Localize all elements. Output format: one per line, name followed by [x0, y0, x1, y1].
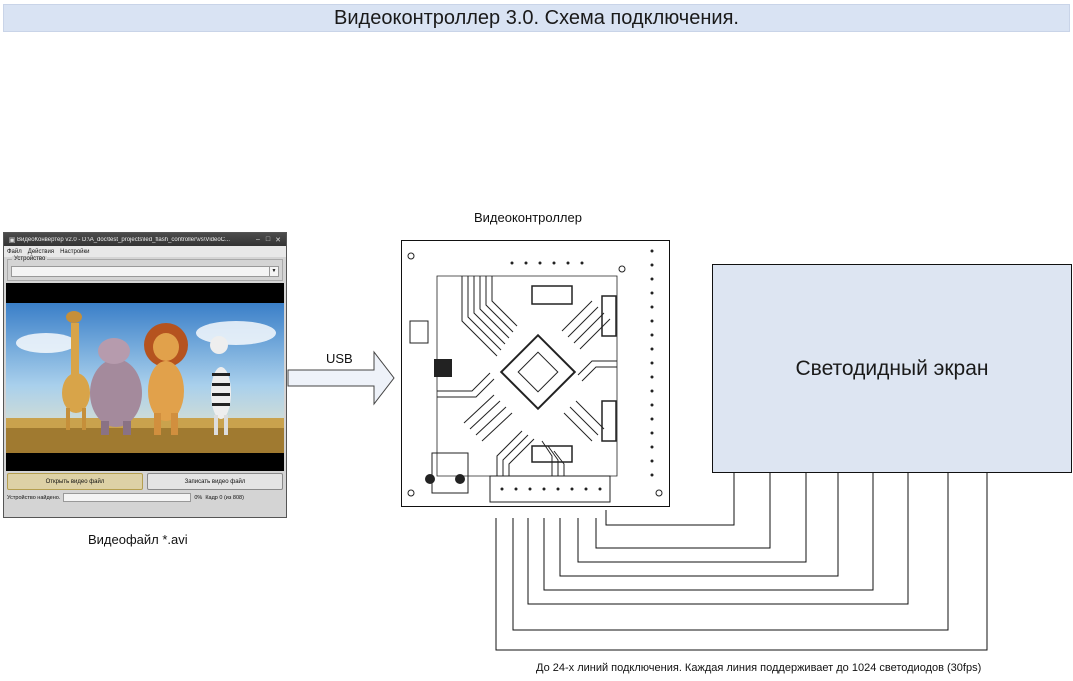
minimize-icon[interactable]: –: [256, 236, 260, 243]
app-button-row: Открыть видео файл Записать видео файл: [4, 471, 286, 492]
page-title: Видеоконтроллер 3.0. Схема подключения.: [3, 4, 1070, 32]
app-icon: ▣: [8, 236, 16, 244]
converter-app-window: ▣ ВидеоКонвертер v2.0 - D:\A_doc\test_pr…: [3, 232, 287, 518]
videofile-label: Видеофайл *.avi: [88, 532, 188, 547]
menu-settings[interactable]: Настройки: [60, 248, 90, 255]
app-menubar: Файл Действия Настройки: [4, 246, 286, 257]
frame-counter: Кадр 0 (из 808): [205, 494, 244, 501]
open-video-button[interactable]: Открыть видео файл: [7, 473, 143, 490]
device-group-label: Устройство: [12, 256, 48, 262]
maximize-icon[interactable]: □: [265, 236, 271, 243]
app-titlebar: ▣ ВидеоКонвертер v2.0 - D:\A_doc\test_pr…: [4, 233, 286, 246]
menu-file[interactable]: Файл: [7, 248, 22, 255]
app-statusbar: Устройство найдено. 0% Кадр 0 (из 808): [4, 492, 286, 503]
controller-pcb: [401, 240, 670, 507]
device-select[interactable]: ▼: [11, 266, 279, 277]
video-frame-image: [6, 283, 284, 471]
close-icon[interactable]: ✕: [275, 236, 281, 244]
controller-label: Видеоконтроллер: [474, 210, 582, 225]
app-title: ВидеоКонвертер v2.0 - D:\A_doc\test_proj…: [17, 236, 230, 243]
menu-actions[interactable]: Действия: [27, 248, 55, 255]
chevron-down-icon[interactable]: ▼: [269, 267, 278, 276]
progress-percent: 0%: [194, 494, 203, 501]
device-status: Устройство найдено.: [7, 494, 61, 501]
connection-note: До 24-х линий подключения. Каждая линия …: [536, 662, 982, 674]
write-video-button[interactable]: Записать видео файл: [147, 473, 283, 490]
video-preview: [6, 283, 284, 471]
device-group: Устройство ▼: [7, 256, 283, 281]
usb-arrow: [287, 350, 395, 406]
pcb-layout-drawing: [407, 249, 663, 503]
led-screen: Светодидный экран: [712, 264, 1072, 473]
usb-label: USB: [326, 351, 353, 366]
progress-bar: [63, 493, 192, 502]
